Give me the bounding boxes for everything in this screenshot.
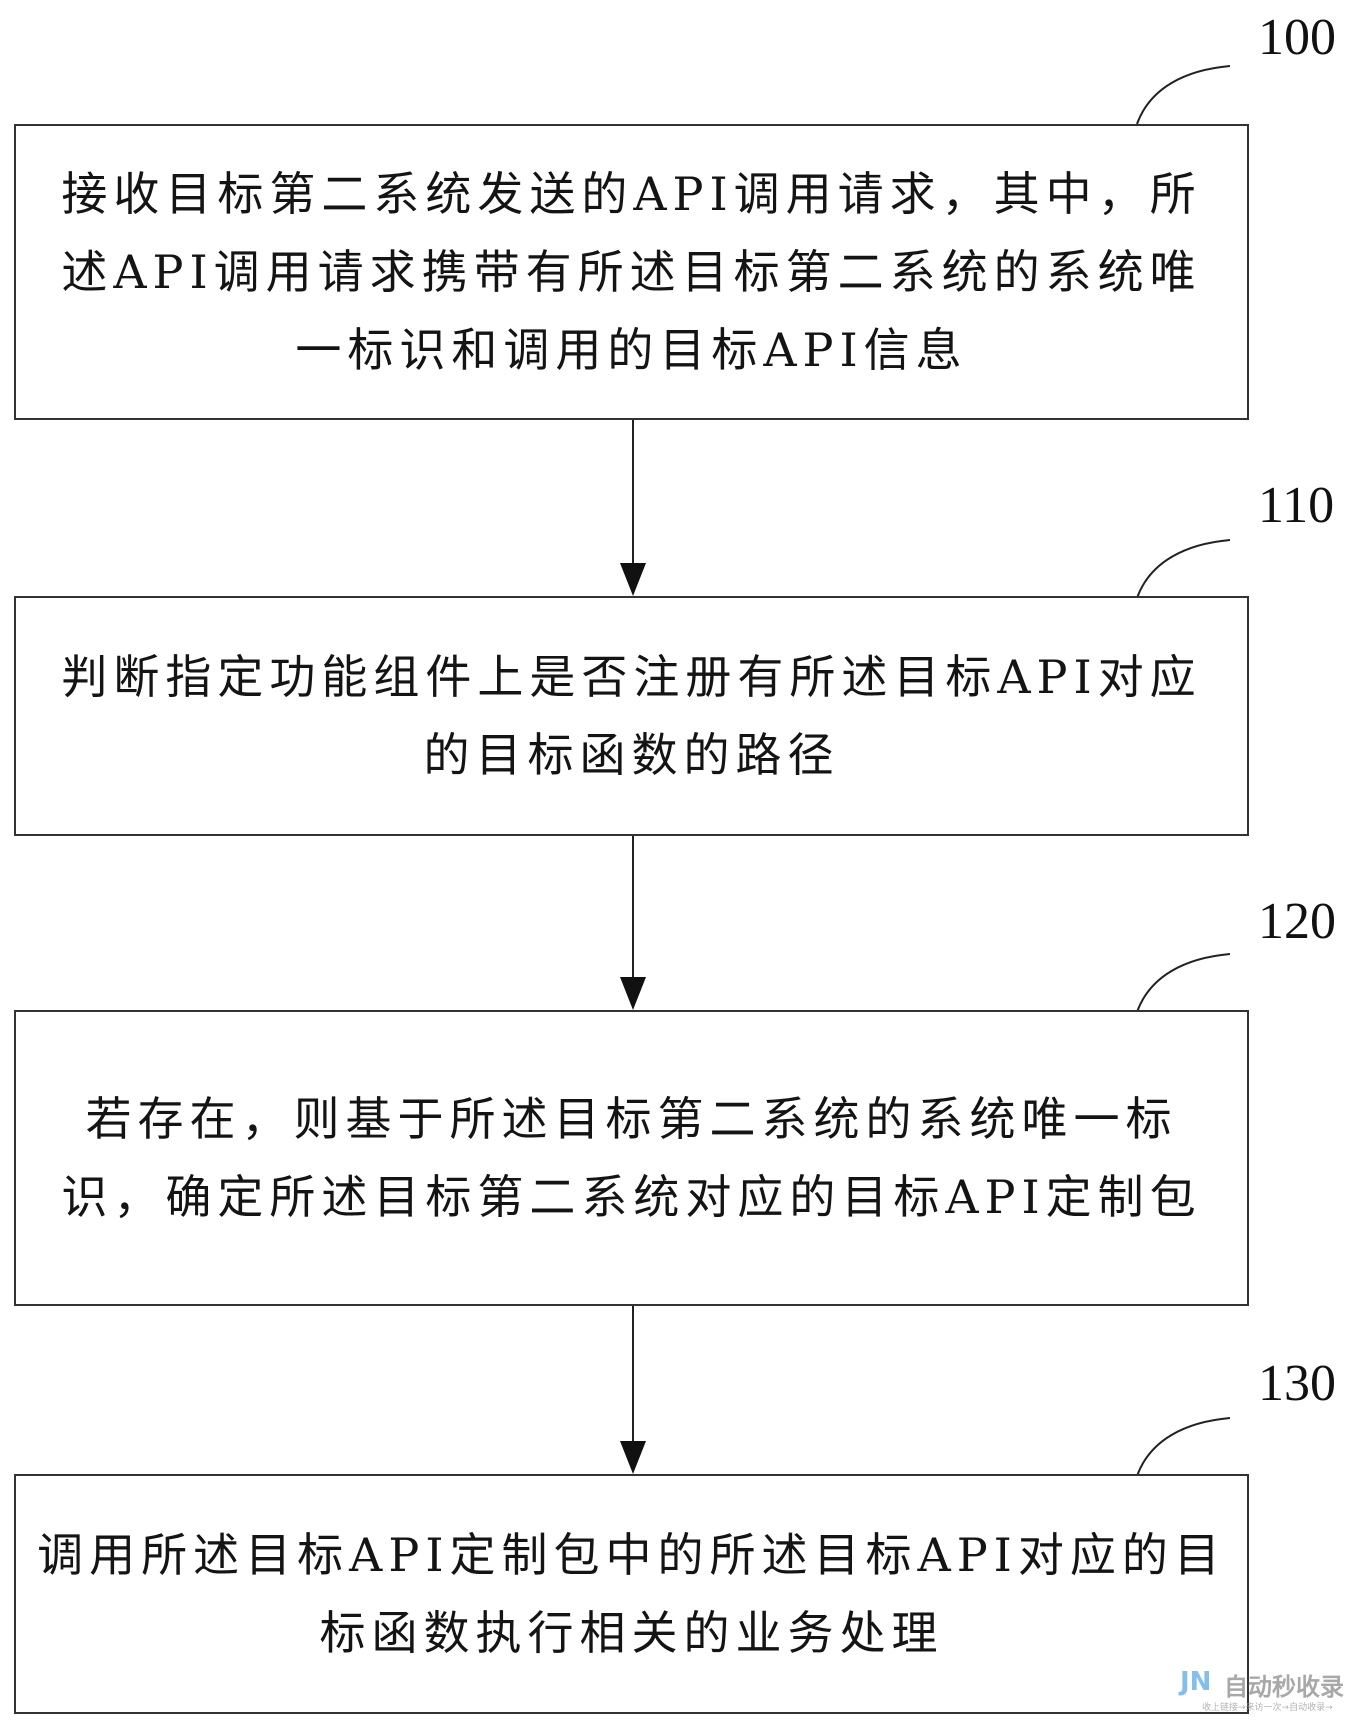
step-number-130: 130	[1258, 1355, 1336, 1412]
step-number-120: 120	[1258, 893, 1336, 950]
arrow-120-to-130	[620, 1304, 646, 1474]
step-box-110: 判断指定功能组件上是否注册有所述目标API对应的目标函数的路径	[14, 596, 1249, 836]
step-box-100: 接收目标第二系统发送的API调用请求，其中，所述API调用请求携带有所述目标第二…	[14, 124, 1249, 420]
step-number-100: 100	[1258, 9, 1336, 66]
step-text-130: 调用所述目标API定制包中的所述目标API对应的目标函数执行相关的业务处理	[37, 1528, 1226, 1660]
step-text-100: 接收目标第二系统发送的API调用请求，其中，所述API调用请求携带有所述目标第二…	[61, 167, 1202, 377]
arrow-100-to-110	[620, 418, 646, 596]
step-box-120: 若存在，则基于所述目标第二系统的系统唯一标识，确定所述目标第二系统对应的目标AP…	[14, 1010, 1249, 1306]
watermark-subtext: 收上链接→来访一次→自动收录→	[1202, 1703, 1333, 1713]
step-number-110: 110	[1258, 477, 1335, 534]
step-box-130: 调用所述目标API定制包中的所述目标API对应的目标函数执行相关的业务处理	[14, 1474, 1249, 1714]
leader-curve-130	[1136, 1417, 1231, 1477]
watermark: JN 自动秒收录 收上链接→来访一次→自动收录→	[1180, 1667, 1344, 1717]
watermark-text: 自动秒收录	[1224, 1673, 1344, 1701]
watermark-logo: JN	[1180, 1667, 1212, 1697]
leader-curve-110	[1136, 539, 1231, 599]
step-text-110: 判断指定功能组件上是否注册有所述目标API对应的目标函数的路径	[61, 650, 1202, 782]
leader-curve-120	[1136, 953, 1231, 1013]
step-text-120: 若存在，则基于所述目标第二系统的系统唯一标识，确定所述目标第二系统对应的目标AP…	[61, 1092, 1202, 1224]
leader-curve-100	[1136, 65, 1231, 125]
arrow-110-to-120	[620, 834, 646, 1010]
